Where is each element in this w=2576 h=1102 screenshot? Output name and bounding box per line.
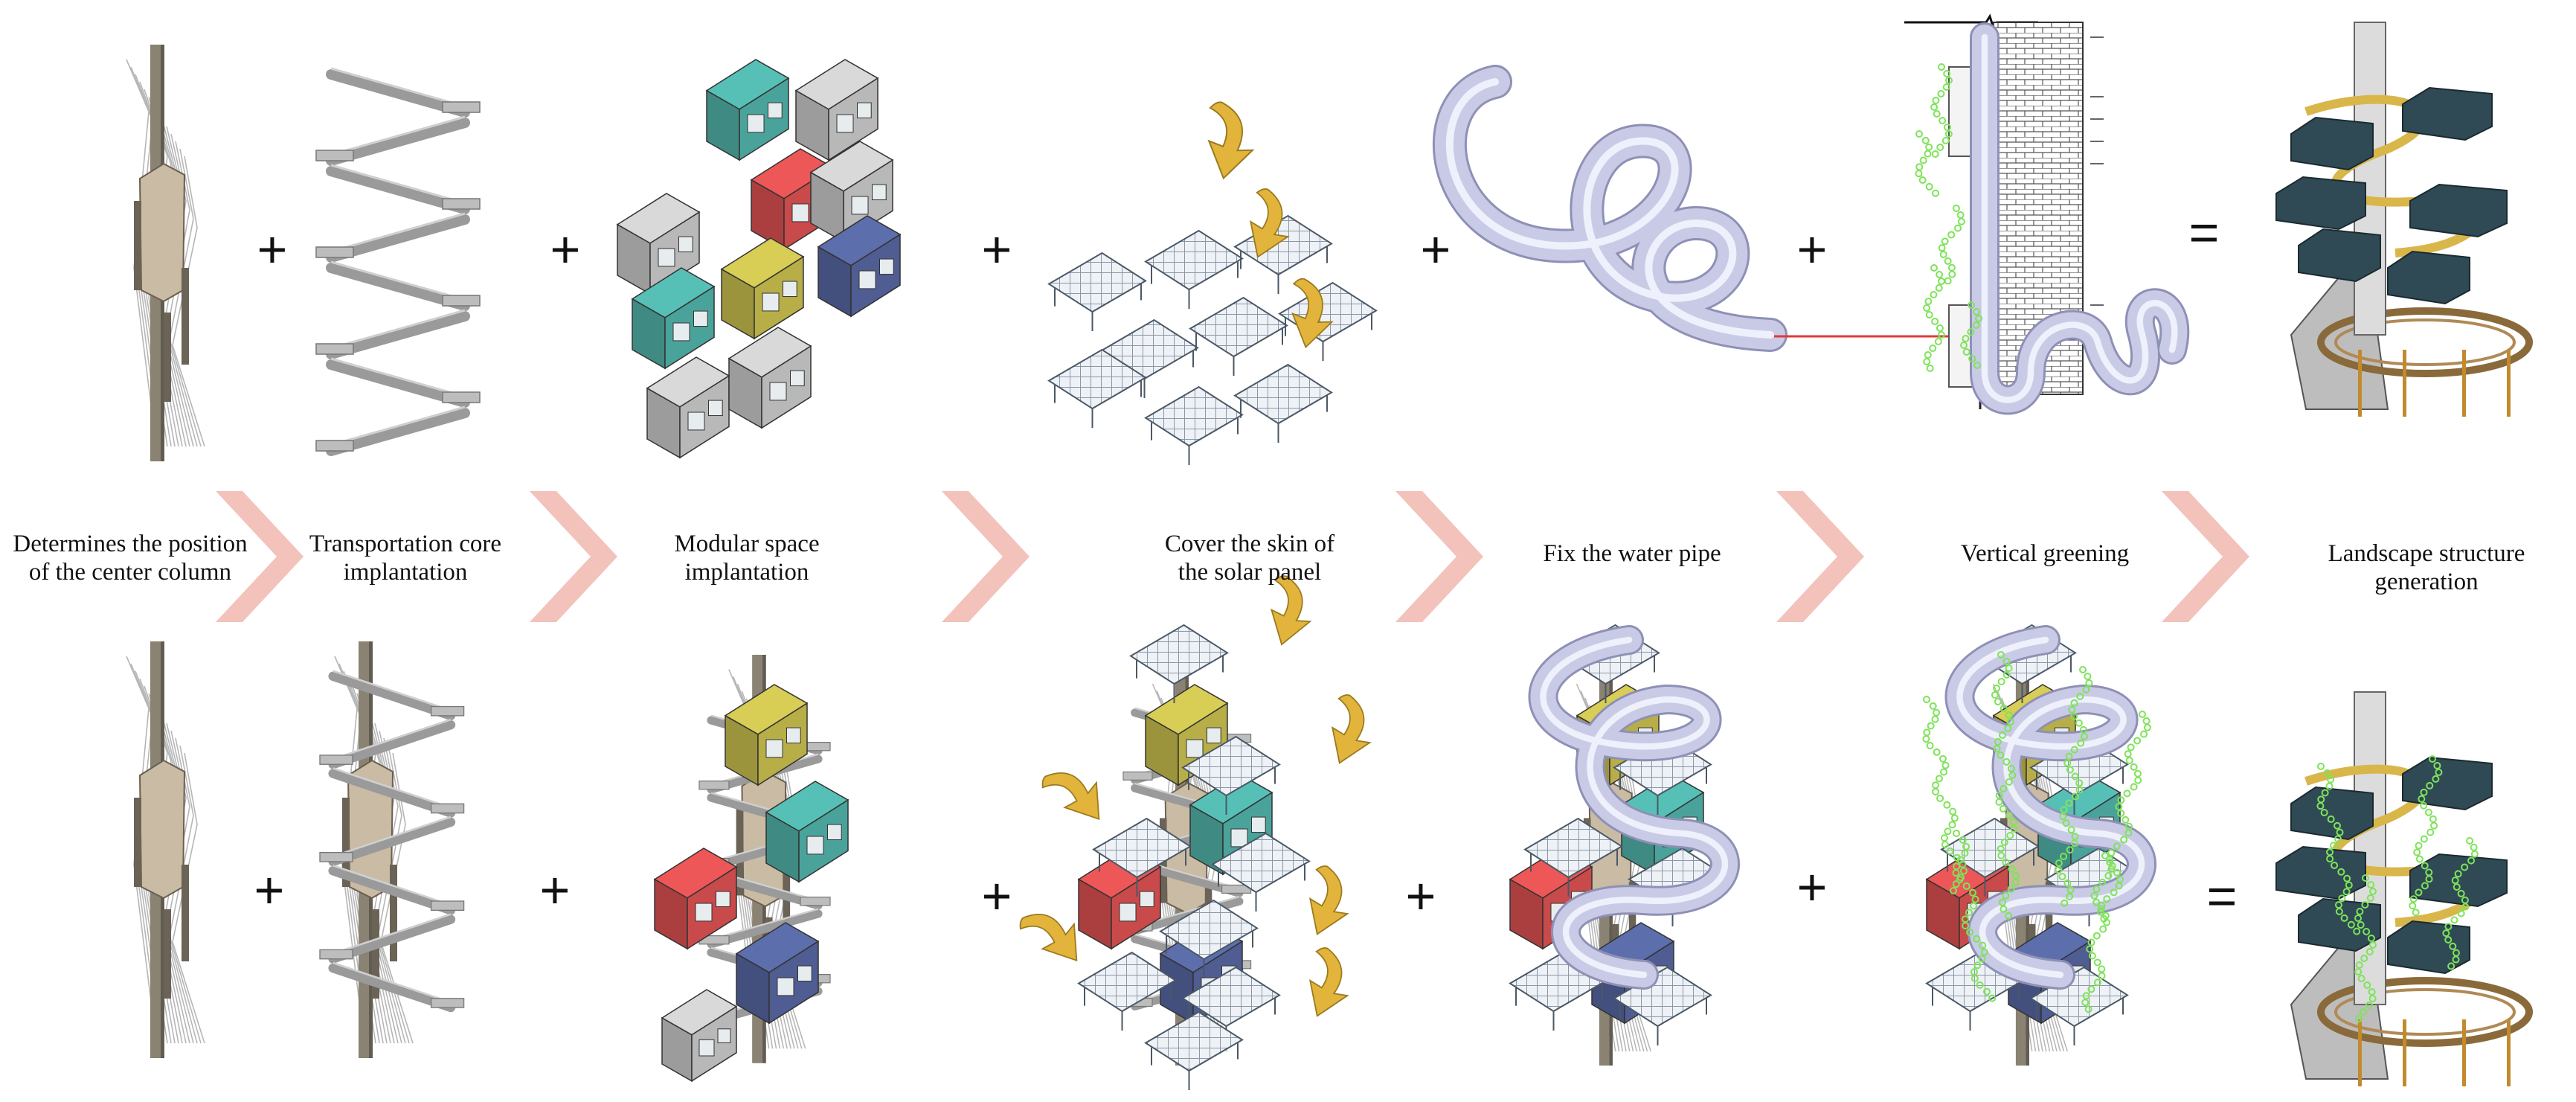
solar-arrow-icon (1270, 575, 1312, 646)
chevron-right-icon (216, 491, 303, 622)
plus-sign: + (981, 867, 1012, 925)
chevron-right-icon (2162, 491, 2249, 622)
plus-sign: + (1796, 858, 1828, 916)
landscape-structure-icon (2275, 22, 2533, 417)
solar-panel-group (1047, 101, 1378, 466)
solar-panel-icon (1211, 832, 1311, 912)
module-box (794, 59, 879, 161)
step-label-transportation-core: Transportation core implantation (309, 531, 502, 586)
equals-sign: = (2188, 203, 2220, 261)
chevron-right-icon (1776, 491, 1864, 622)
module-box (705, 59, 790, 161)
chevron-right-icon (530, 491, 617, 622)
module-box (616, 193, 701, 295)
solar-panel-icon (1129, 624, 1229, 704)
solar-arrow-icon (1041, 772, 1100, 820)
plus-sign: + (1405, 867, 1436, 925)
greenery-vine-icon (1915, 63, 1982, 372)
solar-panel-icon (1523, 817, 1623, 897)
center-column-icon (126, 641, 205, 1058)
plus-sign: + (550, 220, 581, 278)
greenery-vine-icon (2316, 755, 2479, 1022)
plus-sign: + (1420, 220, 1451, 278)
solar-arrow-icon (1308, 947, 1349, 1017)
water-pipe-icon (1970, 22, 2190, 415)
stair-core-icon (319, 670, 465, 1013)
step-label-center-column: Determines the position of the center co… (13, 531, 248, 586)
landscape-structure-icon (2275, 691, 2533, 1086)
solar-arrow-icon (1331, 694, 1372, 764)
plus-sign: + (257, 220, 288, 278)
solar-arrow-icon (1308, 865, 1349, 935)
solar-panel-icon (1613, 966, 1712, 1046)
equals-sign: = (2206, 867, 2238, 925)
pipe-tower (1509, 624, 1740, 1066)
plus-sign: + (254, 861, 285, 919)
plus-sign: + (1796, 220, 1828, 278)
module-box (631, 267, 716, 370)
solar-arrow-icon (1249, 188, 1290, 258)
plus-sign: + (981, 220, 1012, 278)
solar-arrow-icon (1291, 278, 1334, 349)
module-boxes-icon (616, 59, 902, 459)
plus-sign: + (539, 861, 571, 919)
stair-core-icon (315, 67, 481, 456)
chevron-right-icon (1395, 491, 1483, 622)
solar-panel-icon (1159, 899, 1259, 979)
solar-arrow-icon (1207, 101, 1255, 180)
step-label-landscape-structure: Landscape structure generation (2328, 540, 2525, 595)
solar-panel-icon (1181, 735, 1281, 816)
water-pipe-icon (1528, 625, 1740, 990)
module-box (727, 327, 812, 429)
step-label-water-pipe: Fix the water pipe (1543, 540, 1721, 567)
module-box (720, 237, 805, 340)
greening-wall-icon (1904, 13, 2190, 415)
module-box (817, 215, 902, 318)
step-label-solar-panel: Cover the skin of the solar panel (1164, 531, 1335, 586)
greening-tower (1922, 624, 2156, 1066)
module-box (765, 781, 849, 883)
solar-panel-icon (1144, 1010, 1244, 1091)
module-box (653, 848, 738, 950)
step-label-modular-space: Modular space implantation (674, 531, 820, 586)
solar-panel-icon (1047, 252, 1147, 332)
solar-panel-icon (1047, 348, 1147, 429)
module-box (735, 922, 820, 1025)
solar-panel-icon (1144, 229, 1244, 310)
solar-panel-icon (1092, 817, 1192, 897)
water-pipe-icon (1944, 625, 2156, 990)
solar-panel-icon (1077, 951, 1177, 1031)
solar-panel-icon (1233, 363, 1333, 443)
module-box (646, 356, 730, 459)
solar-tower (1019, 575, 1372, 1091)
module-box (809, 141, 894, 243)
center-column-icon (126, 45, 205, 461)
solar-panel-icon (1144, 385, 1244, 466)
step-label-vertical-greening: Vertical greening (1960, 540, 2130, 567)
modular-tower (653, 655, 849, 1083)
greenery-vine-icon (1922, 651, 2151, 1013)
chevron-right-icon (942, 491, 1030, 622)
solar-arrow-icon (1019, 914, 1078, 961)
water-pipe-icon (1432, 65, 1788, 352)
module-box (661, 989, 738, 1083)
solar-panel-icon (1233, 214, 1333, 295)
module-box (724, 684, 809, 787)
solar-panel-icon (1189, 296, 1288, 377)
